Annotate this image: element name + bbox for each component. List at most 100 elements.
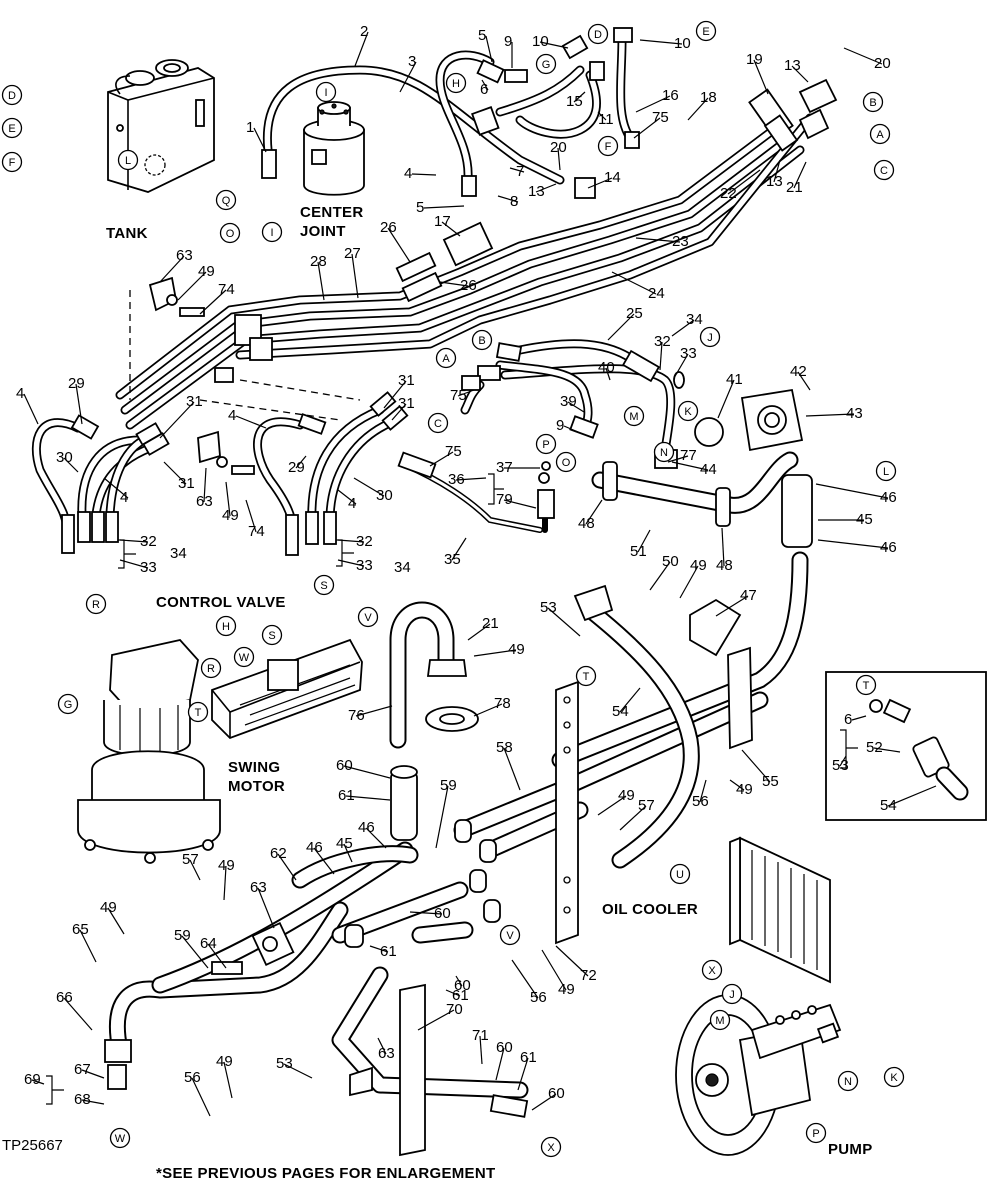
svg-text:P: P xyxy=(812,1128,819,1140)
callout-number: 63 xyxy=(196,493,213,510)
callout-number: 5 xyxy=(478,27,486,44)
leader-line xyxy=(573,91,586,103)
callout-number: 7 xyxy=(516,163,524,180)
leader-line xyxy=(687,97,709,121)
connection-letter-j: J xyxy=(699,326,721,348)
callout-number: 65 xyxy=(72,921,89,938)
callout-number: 77 xyxy=(680,447,697,464)
callout-number: 41 xyxy=(726,371,743,388)
leader-line xyxy=(409,911,443,915)
connection-letter-k: K xyxy=(677,400,699,422)
callout-number: 46 xyxy=(880,539,897,556)
callout-number: 33 xyxy=(140,559,157,576)
leader-line xyxy=(203,467,207,503)
leader-line xyxy=(377,1037,387,1055)
connection-letter-v: V xyxy=(357,606,379,628)
callout-number: 48 xyxy=(716,557,733,574)
svg-text:W: W xyxy=(239,652,250,664)
callout-number: 3 xyxy=(408,53,416,70)
callout-number: 62 xyxy=(270,845,287,862)
leader-line xyxy=(479,1035,483,1065)
callout-number: 49 xyxy=(558,981,575,998)
svg-text:G: G xyxy=(64,699,73,711)
svg-text:I: I xyxy=(270,227,273,239)
connection-letter-m: M xyxy=(709,1009,731,1031)
upper-steel-lines xyxy=(115,78,838,430)
leader-line xyxy=(467,623,491,641)
svg-text:T: T xyxy=(583,671,590,683)
callout-number: 60 xyxy=(548,1085,565,1102)
connection-letter-g: G xyxy=(535,53,557,75)
leader-line xyxy=(159,401,195,439)
leader-line xyxy=(163,461,187,485)
leader-line xyxy=(277,853,297,881)
leader-line xyxy=(353,477,385,497)
callout-number: 21 xyxy=(786,179,803,196)
leader-line xyxy=(649,561,671,591)
lower-pipes xyxy=(104,584,769,1118)
control-valve-component xyxy=(211,638,363,740)
callout-number: 13 xyxy=(784,57,801,74)
callout-number: 75 xyxy=(450,387,467,404)
leader-line xyxy=(369,945,389,953)
svg-text:S: S xyxy=(268,630,275,642)
callout-number: 61 xyxy=(338,787,355,804)
svg-text:K: K xyxy=(684,406,692,418)
svg-text:N: N xyxy=(660,447,668,459)
leader-line xyxy=(199,289,227,315)
connection-letter-d: D xyxy=(587,23,609,45)
swing-motor-label-2: MOTOR xyxy=(228,778,285,795)
leader-line xyxy=(423,205,465,209)
center-joint-component xyxy=(303,101,365,196)
connection-letter-s: S xyxy=(261,624,283,646)
callout-number: 40 xyxy=(598,359,615,376)
leader-line xyxy=(497,195,519,203)
leader-line xyxy=(727,169,761,195)
connection-letter-n: N xyxy=(837,1070,859,1092)
connection-letter-k: K xyxy=(883,1066,905,1088)
callout-number: 68 xyxy=(74,1091,91,1108)
svg-text:E: E xyxy=(702,26,709,38)
leader-line xyxy=(605,367,611,381)
connection-letter-u: U xyxy=(669,863,691,885)
leader-line xyxy=(245,499,257,533)
leader-line xyxy=(63,997,93,1031)
svg-text:L: L xyxy=(883,466,889,478)
callout-number: 26 xyxy=(380,219,397,236)
leader-line xyxy=(503,747,521,791)
callout-number: 49 xyxy=(216,1053,233,1070)
callout-number: 66 xyxy=(56,989,73,1006)
callout-number: 56 xyxy=(184,1069,201,1086)
callout-number: 54 xyxy=(880,797,897,814)
connection-letter-b: B xyxy=(471,329,493,351)
leader-line xyxy=(383,380,407,409)
callout-number: 6 xyxy=(480,81,488,98)
leader-line xyxy=(633,117,661,139)
callout-number: 55 xyxy=(762,773,779,790)
leader-line xyxy=(457,389,475,397)
svg-text:T: T xyxy=(863,680,870,692)
callout-number: 60 xyxy=(496,1039,513,1056)
callout-number: 31 xyxy=(186,393,203,410)
connection-letter-w: W xyxy=(109,1127,131,1149)
callout-number: 15 xyxy=(566,93,583,110)
swing-motor-component xyxy=(77,639,221,864)
callout-number: 52 xyxy=(866,739,883,756)
callout-number: 49 xyxy=(508,641,525,658)
callout-number: 69 xyxy=(24,1071,41,1088)
connection-letter-g: G xyxy=(57,693,79,715)
callout-number: 76 xyxy=(348,707,365,724)
callout-number: 46 xyxy=(358,819,375,836)
connection-letter-s: S xyxy=(313,574,335,596)
leader-line xyxy=(773,159,781,183)
callout-number: 59 xyxy=(174,927,191,944)
leader-line xyxy=(541,949,567,991)
leader-line xyxy=(873,747,901,753)
callout-number: 61 xyxy=(520,1049,537,1066)
leader-line xyxy=(673,353,689,379)
svg-text:G: G xyxy=(542,59,551,71)
leader-line xyxy=(607,313,635,341)
leader-line xyxy=(667,455,689,463)
leader-line xyxy=(721,527,725,567)
leader-line xyxy=(235,415,267,429)
